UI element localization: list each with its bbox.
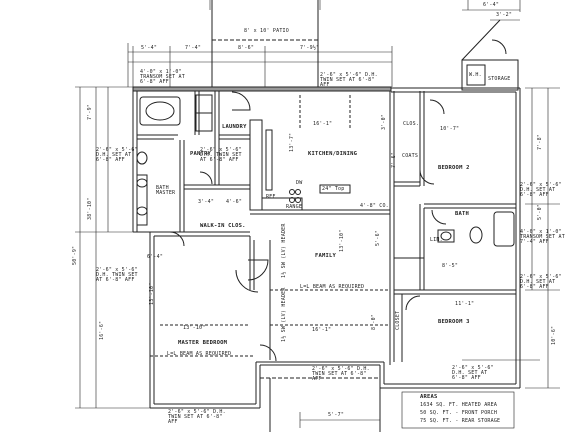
storage-dim-top: 6'-4" <box>483 2 500 8</box>
right-dim-3: 10'-6" <box>551 325 557 345</box>
storage-label: STORAGE <box>488 76 511 82</box>
transom-1: 4'-0" x 1'-0" TRANSOM SET AT 6'-8" AFF <box>140 69 185 85</box>
window-note-6: 2'-6" x 5'-6" D.H. SET AT 6'-8" AFF <box>520 274 562 290</box>
window-note-5: 2'-6" x 5'-6" D.H. SET AT 6'-8" AFF <box>520 182 562 198</box>
left-dim-4: 16'-6" <box>99 320 105 340</box>
window-note-2: 2'-6" x 5'-6" D.H. SET AT 6'-8" AFF <box>96 147 138 163</box>
master-bath-dim: 6'-4" <box>147 254 164 260</box>
right-dim-2: 5'-0" <box>537 203 543 220</box>
master-width: 13'-10" <box>183 325 206 331</box>
linen-label: LIN. <box>430 237 443 243</box>
bath-label: BATH <box>455 211 470 217</box>
coats-label: COATS <box>402 153 419 159</box>
misc-dim-3: 5'-6" <box>375 229 381 246</box>
family-height: 13'-10" <box>339 229 345 252</box>
left-dim-2: 38'-10" <box>87 197 93 220</box>
kitchen-width: 16'-1" <box>313 121 333 127</box>
master-bedroom-label: MASTER BEDROOM <box>178 340 228 346</box>
top-dim-4: 7'-9½" <box>300 45 320 51</box>
walk-in-dim-2: 4'-6" <box>226 199 243 205</box>
transom-2: 4'-0" x 1'-0" TRANSOM SET AT 7'-4" AFF <box>520 229 565 245</box>
kitchen-height: 13'-7" <box>289 132 295 152</box>
bedroom-3-width: 11'-1" <box>455 301 475 307</box>
family-width: 16'-1" <box>312 327 332 333</box>
master-height: 13'-10" <box>149 282 155 305</box>
area-line-1: 1634 SQ. FT. HEATED AREA <box>420 402 498 408</box>
top-dim-1: 5'-4" <box>141 45 158 51</box>
left-dim-3: 50'-9" <box>72 245 78 265</box>
pantry-label: PANTRY <box>190 151 212 157</box>
half-wall-label: 4'-8" CO. <box>360 203 389 209</box>
area-line-3: 75 SQ. FT. - REAR STORAGE <box>420 418 501 424</box>
misc-dim-4: 8'-0" <box>371 313 377 330</box>
bedroom-2-width: 10'-7" <box>440 126 460 132</box>
walk-in-dim-1: 3'-4" <box>198 199 215 205</box>
bedroom-3-label: BEDROOM 3 <box>438 319 470 325</box>
kitchen-dining-label: KITCHEN/DINING <box>308 151 358 157</box>
window-note-8: 2'-6" x 5'-6" D.H. TWIN SET AT 6'-8" AFF <box>312 366 370 382</box>
bath-width: 8'-5" <box>442 263 459 269</box>
top-dim-2: 7'-4" <box>185 45 202 51</box>
header-note-3: 1½ SW (LV) HEADER <box>281 223 287 278</box>
range-label: RANGE <box>286 204 303 210</box>
patio-label: 8' x 10' PATIO <box>244 28 289 34</box>
bottom-dim-1: 5'-7" <box>328 412 345 418</box>
window-note-9: 2'-6" x 5'-6" D.H. SET AT 6'-8" AFF <box>452 365 494 381</box>
dw-label: DW <box>296 180 303 186</box>
misc-dim-1: 3'-0" <box>381 113 387 130</box>
family-label: FAMILY <box>315 253 337 259</box>
bedroom-2-label: BEDROOM 2 <box>438 165 470 171</box>
window-note-4: 2'-6" x 5'-6" D.H. TWIN SET AT 6'-8" AFF <box>200 147 242 163</box>
closet-2-label: CLOSET <box>395 310 401 330</box>
right-dim-1: 7'-8" <box>537 133 543 150</box>
storage-room <box>461 59 519 91</box>
water-heater-label: W.H. <box>469 72 482 78</box>
bathtub <box>493 211 515 247</box>
walk-in-closet-label: WALK-IN CLOS. <box>200 223 246 229</box>
area-line-2: 50 SQ. FT. - FRONT PORCH <box>420 410 498 416</box>
top-dim-3: 8'-6" <box>238 45 255 51</box>
closet-label: CLOS. <box>403 121 420 127</box>
kitchen-counter <box>249 119 263 211</box>
left-dim-1: 7'-9" <box>87 103 93 120</box>
header-note-4: 1½ SW (LV) HEADER <box>281 287 287 342</box>
laundry-label: LAUNDRY <box>222 124 247 130</box>
window-note-7: 2'-6" x 5'-6" D.H. TWIN SET AT 6'-8" AFF <box>168 409 226 425</box>
storage-dim-top-2: 3'-2" <box>496 12 513 18</box>
window-note-3: 2'-6" x 5'-6" D.H. TWIN SET AT 6'-8" AFF <box>96 267 138 283</box>
window-note-1: 2'-6" x 5'-6" D.H. TWIN SET AT 6'-8" AFF <box>320 72 378 88</box>
header-note-2: L=L BEAM AS REQUIRED <box>300 284 365 290</box>
ref-label: REF <box>266 194 276 200</box>
area-title: AREAS <box>420 394 438 400</box>
bar-top-label: 24" Top <box>322 186 345 192</box>
header-note-1: L=L BEAM AS REQUIRED <box>167 351 232 357</box>
misc-dim-2: 7'-6" <box>391 151 397 168</box>
area-box <box>401 391 515 429</box>
bath-master-label: BATH MASTER <box>156 185 176 196</box>
